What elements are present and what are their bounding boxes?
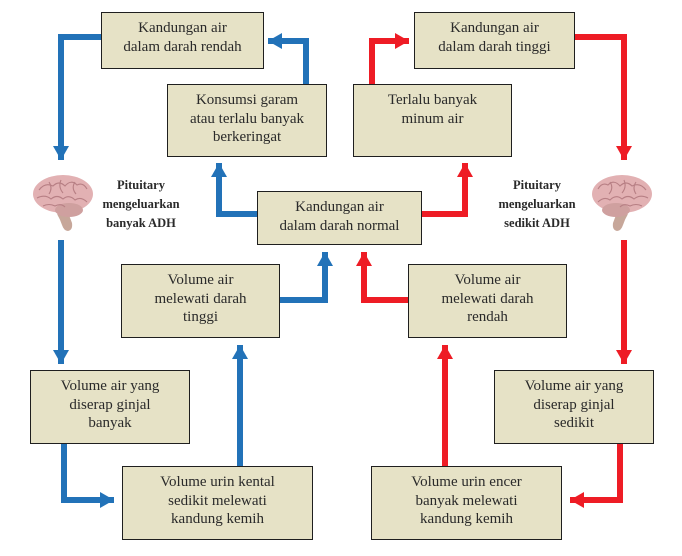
arrow-normal-to-drink-line xyxy=(422,163,468,217)
box-kidney-absorb-much: Volume air yang diserap ginjal banyak xyxy=(30,370,190,444)
arrow-blood-volume-to-normal-line xyxy=(280,252,328,303)
arrow-kidney-to-urine-line xyxy=(61,444,114,503)
arrow-salt-to-low-line xyxy=(268,38,309,84)
arrow-normal-to-salt-head xyxy=(211,163,227,177)
arrow-normal-to-salt-line xyxy=(216,163,257,217)
box-high-blood-volume: Volume air melewati darah tinggi xyxy=(121,264,280,338)
box-dilute-urine: Volume urin encer banyak melewati kandun… xyxy=(371,466,562,540)
box-normal-blood-water-text: Kandungan air dalam darah normal xyxy=(279,199,400,234)
arrow-kidney-to-urine-line xyxy=(570,444,623,503)
box-high-blood-volume-text: Volume air melewati darah tinggi xyxy=(154,272,247,325)
box-low-blood-water: Kandungan air dalam darah rendah xyxy=(101,12,264,69)
arrow-urine-to-blood-volume-head xyxy=(232,345,248,359)
arrow-salt-to-low-head xyxy=(268,33,282,49)
box-drink-much-cause: Terlalu banyak minum air xyxy=(353,84,512,157)
box-low-blood-volume-text: Volume air melewati darah rendah xyxy=(441,272,534,325)
arrow-drink-to-high-head xyxy=(395,33,409,49)
box-low-blood-water-text: Kandungan air dalam darah rendah xyxy=(123,20,242,55)
arrow-drink-to-high-line xyxy=(369,38,409,84)
arrow-low-to-pituitary-line xyxy=(58,34,101,160)
box-normal-blood-water: Kandungan air dalam darah normal xyxy=(257,191,422,245)
arrow-kidney-to-urine-head xyxy=(570,492,584,508)
box-kidney-absorb-little-text: Volume air yang diserap ginjal sedikit xyxy=(524,378,624,431)
box-low-blood-volume: Volume air melewati darah rendah xyxy=(408,264,567,338)
box-salt-sweat-cause-text: Konsumsi garam atau terlalu banyak berke… xyxy=(189,92,305,145)
box-dilute-urine-text: Volume urin encer banyak melewati kandun… xyxy=(411,474,522,527)
arrow-high-to-pituitary-head xyxy=(616,146,632,160)
arrow-kidney-to-urine-head xyxy=(100,492,114,508)
arrow-blood-volume-to-normal-head xyxy=(317,252,333,266)
box-salt-sweat-cause: Konsumsi garam atau terlalu banyak berke… xyxy=(167,84,327,157)
arrow-high-to-pituitary-line xyxy=(575,34,627,160)
box-high-blood-water: Kandungan air dalam darah tinggi xyxy=(414,12,575,69)
box-kidney-absorb-little: Volume air yang diserap ginjal sedikit xyxy=(494,370,654,444)
arrow-pituitary-to-kidney-head xyxy=(616,350,632,364)
arrow-blood-volume-to-normal-line xyxy=(361,252,408,303)
brain-icon xyxy=(592,175,652,231)
box-high-blood-water-text: Kandungan air dalam darah tinggi xyxy=(438,20,551,55)
arrow-urine-to-blood-volume-head xyxy=(437,345,453,359)
arrow-pituitary-to-kidney-head xyxy=(53,350,69,364)
arrow-blood-volume-to-normal-head xyxy=(356,252,372,266)
arrow-low-to-pituitary-head xyxy=(53,146,69,160)
box-kidney-absorb-much-text: Volume air yang diserap ginjal banyak xyxy=(60,378,160,431)
pituitary-label-right: Pituitary mengeluarkan sedikit ADH xyxy=(498,178,576,230)
box-concentrated-urine: Volume urin kental sedikit melewati kand… xyxy=(122,466,313,540)
box-concentrated-urine-text: Volume urin kental sedikit melewati kand… xyxy=(160,474,275,527)
pituitary-label-left: Pituitary mengeluarkan banyak ADH xyxy=(102,178,180,230)
arrow-normal-to-drink-head xyxy=(457,163,473,177)
brain-icon xyxy=(33,175,93,231)
box-drink-much-cause-text: Terlalu banyak minum air xyxy=(387,92,478,127)
